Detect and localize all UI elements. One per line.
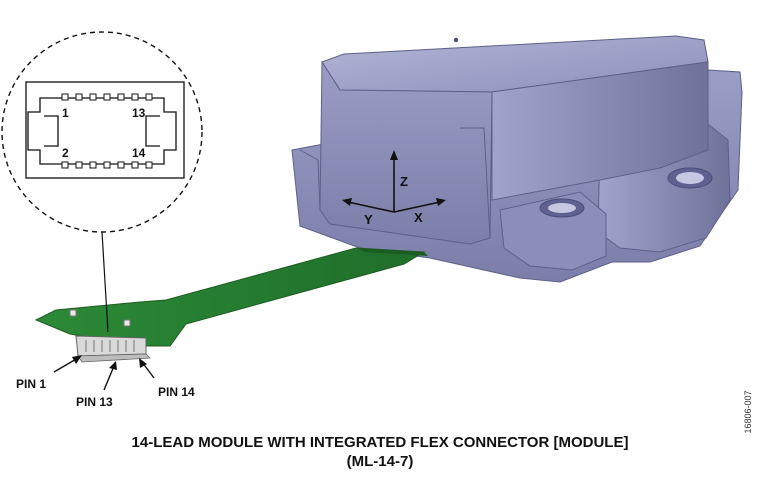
axis-label-y: Y bbox=[364, 212, 373, 227]
detail-pin-1-label: 1 bbox=[62, 106, 69, 120]
axis-indicator bbox=[342, 150, 446, 213]
detail-pin-14-label: 14 bbox=[132, 146, 146, 160]
module-side-face bbox=[491, 61, 709, 201]
figure-id-text: 16806-007 bbox=[743, 390, 753, 434]
flex-pad-2 bbox=[123, 319, 131, 327]
axis-label-z: Z bbox=[400, 174, 408, 189]
figure-caption-title: 14-LEAD MODULE WITH INTEGRATED FLEX CONN… bbox=[131, 434, 629, 451]
module-front-face bbox=[319, 60, 493, 245]
detail-pin-pads-bottom bbox=[61, 161, 153, 169]
pin-1-callout: PIN 1 bbox=[16, 377, 46, 391]
pin-callout-arrows bbox=[53, 355, 155, 391]
connector-detail-view bbox=[25, 81, 185, 179]
flex-pcb-cable bbox=[34, 247, 426, 347]
flex-connector bbox=[75, 335, 151, 363]
detail-pin-2-label: 2 bbox=[62, 146, 69, 160]
figure-caption-code: (ML-14-7) bbox=[346, 453, 414, 470]
pin-14-callout: PIN 14 bbox=[158, 385, 195, 399]
flex-pad-1 bbox=[69, 309, 77, 317]
detail-leader-line bbox=[101, 231, 109, 333]
sensor-module bbox=[291, 35, 743, 283]
axis-label-x: X bbox=[414, 210, 423, 225]
pin-13-callout: PIN 13 bbox=[76, 395, 113, 409]
detail-circle bbox=[1, 31, 203, 233]
detail-pin-pads-top bbox=[61, 93, 153, 101]
detail-pin-13-label: 13 bbox=[132, 106, 146, 120]
